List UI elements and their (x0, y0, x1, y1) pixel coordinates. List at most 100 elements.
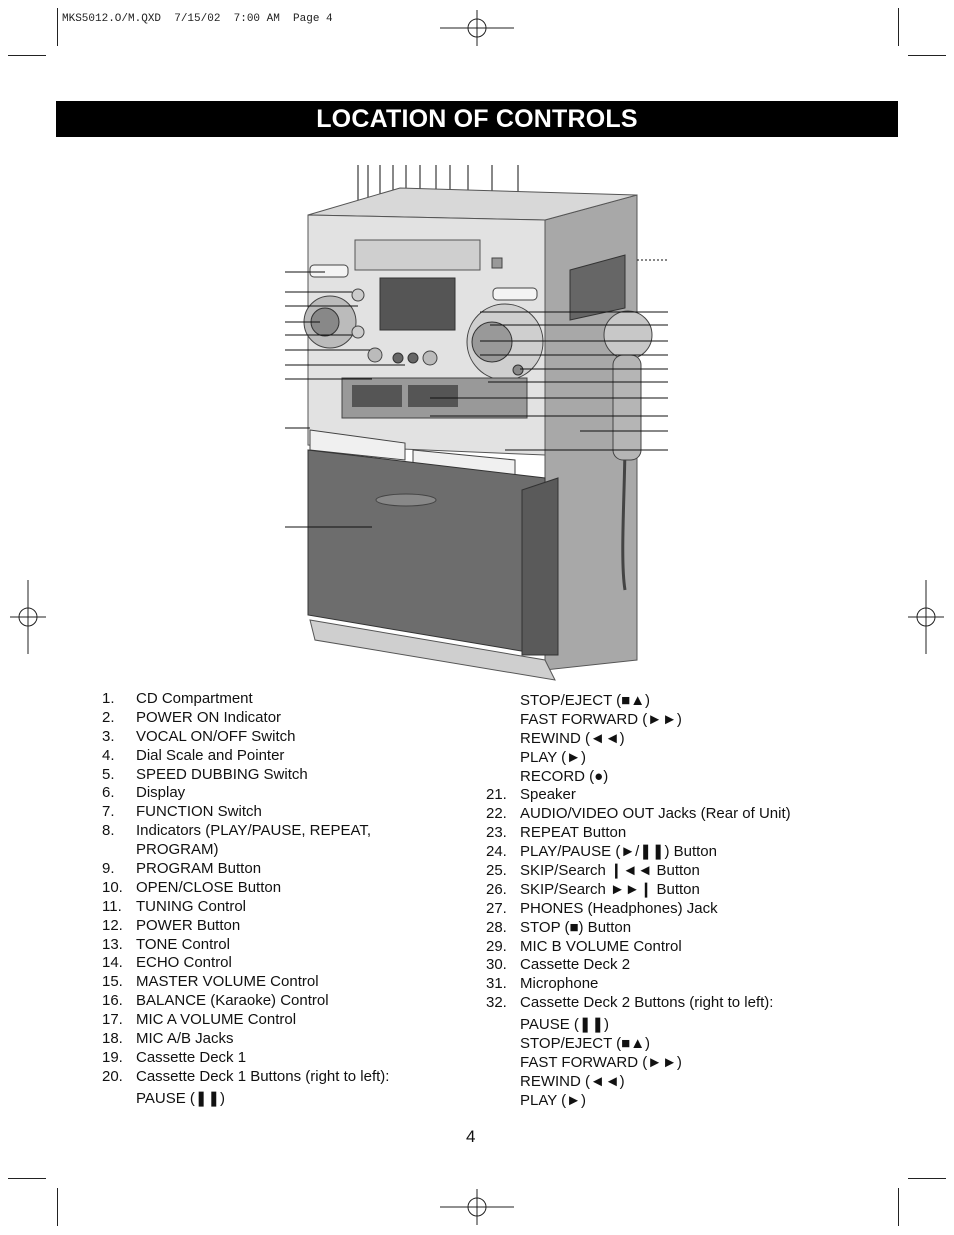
list-item-number: 8. (102, 822, 115, 840)
list-item-number: 10. (102, 878, 123, 896)
list-item-text: REPEAT Button (520, 824, 627, 842)
list-item: 4. Dial Scale and Pointer (102, 747, 432, 766)
button-subitem: PAUSE (❚❚) (136, 1089, 226, 1107)
list-item-text: POWER Button (136, 916, 241, 934)
button-subitem: STOP/EJECT (■▲) (520, 692, 651, 709)
list-item-number: 14. (102, 954, 123, 972)
list-item: 19. Cassette Deck 1 (102, 1049, 432, 1068)
list-item: 5. SPEED DUBBING Switch (102, 766, 432, 785)
list-item-number: 32. (486, 994, 507, 1012)
list-item-text: Dial Scale and Pointer (136, 746, 285, 764)
list-item-text: Speaker (520, 786, 576, 804)
registration-mark-top (440, 10, 514, 46)
list-item: 22.AUDIO/VIDEO OUT Jacks (Rear of Unit) (486, 805, 866, 824)
button-subitem: FAST FORWARD (►►) (520, 1053, 682, 1071)
list-item: 8. Indicators (PLAY/PAUSE, REPEAT, (102, 822, 432, 841)
list-item-number: 5. (102, 765, 115, 783)
list-item-number: 1. (102, 690, 115, 707)
list-item-number: 3. (102, 727, 115, 745)
button-subitem: PLAY (►) (520, 1091, 586, 1109)
list-item: 10. OPEN/CLOSE Button (102, 879, 432, 898)
list-item: 17. MIC A VOLUME Control (102, 1011, 432, 1030)
list-item-number: 18. (102, 1030, 123, 1048)
list-item-number: 16. (102, 992, 123, 1010)
list-item-number: 20. (102, 1067, 123, 1085)
list-item-text: PHONES (Headphones) Jack (520, 899, 718, 917)
list-item-number: 11. (102, 897, 122, 915)
list-item-text: TUNING Control (136, 897, 247, 915)
list-item-number: 13. (102, 935, 123, 953)
list-item-number: 9. (102, 860, 115, 878)
list-item-text: Cassette Deck 1 Buttons (right to left): (136, 1067, 390, 1085)
list-item-text: SKIP/Search ❙◄◄ Button (520, 862, 700, 880)
list-item-text: Microphone (520, 975, 599, 993)
list-item-number: 30. (486, 956, 507, 974)
list-item-text: Display (136, 784, 186, 802)
list-item-text: SKIP/Search ►►❙ Button (520, 880, 700, 898)
list-item-text: MASTER VOLUME Control (136, 973, 319, 991)
list-item-text: FUNCTION Switch (136, 803, 262, 821)
button-subitem: PAUSE (❚❚) (520, 1016, 610, 1034)
list-item-text: ECHO Control (136, 954, 232, 972)
list-item-text: OPEN/CLOSE Button (136, 878, 282, 896)
list-item-number: 12. (102, 916, 123, 934)
list-item-text: VOCAL ON/OFF Switch (136, 727, 296, 745)
karaoke-system-illustration (285, 165, 668, 681)
list-item: 13.TONE Control (102, 936, 432, 955)
list-item: 25. SKIP/Search ❙◄◄ Button (486, 862, 866, 881)
list-item-number: 19. (102, 1048, 123, 1066)
list-item: PROGRAM) (102, 841, 432, 860)
list-item-number: 31. (486, 975, 507, 993)
list-item-number: 28. (486, 918, 507, 936)
list-item: 16.BALANCE (Karaoke) Control (102, 992, 432, 1011)
list-item-number: 15. (102, 973, 123, 991)
list-item: 14. ECHO Control (102, 954, 432, 973)
list-item-text: PROGRAM) (136, 841, 219, 859)
list-item: 12. POWER Button (102, 917, 432, 936)
button-subitem: REWIND (◄◄) (520, 729, 625, 747)
registration-mark-right (908, 580, 944, 654)
list-item-text: PROGRAM Button (136, 860, 262, 878)
list-item-number: 4. (102, 746, 115, 764)
list-item-number: 17. (102, 1011, 123, 1029)
list-item-number: 23. (486, 824, 507, 842)
list-item: 26.SKIP/Search ►►❙ Button (486, 881, 866, 900)
list-item-text: STOP (■) Button (520, 918, 632, 936)
list-item: 31. Microphone (486, 975, 866, 994)
list-item: 1.CD Compartment (102, 690, 432, 709)
list-item: 6. Display (102, 784, 432, 803)
list-item-text: Cassette Deck 1 (136, 1048, 247, 1066)
list-item: 32. Cassette Deck 2 Buttons (right to lef… (486, 994, 866, 1013)
list-item-number: 24. (486, 843, 507, 861)
list-item-number: 22. (486, 805, 507, 823)
list-item: 20. Cassette Deck 1 Buttons (right to lef… (102, 1068, 432, 1087)
list-item-text: Cassette Deck 2 Buttons (right to left): (520, 994, 774, 1012)
list-item-text: POWER ON Indicator (136, 708, 282, 726)
list-item: 30. Cassette Deck 2 (486, 956, 866, 975)
file-slug: MKS5012.O/M.QXD 7/15/02 7:00 AM Page 4 (62, 13, 333, 25)
list-item-text: MIC A VOLUME Control (136, 1011, 297, 1029)
list-item-number: 21. (486, 786, 507, 804)
button-subitem: STOP/EJECT (■▲) (520, 1035, 651, 1053)
list-item: 2. POWER ON Indicator (102, 709, 432, 728)
list-item-text: SPEED DUBBING Switch (136, 765, 308, 783)
page-title: LOCATION OF CONTROLS (56, 101, 898, 137)
list-item-number: 6. (102, 784, 115, 802)
list-item: 23. REPEAT Button (486, 824, 866, 843)
list-item-number: 7. (102, 803, 115, 821)
list-item-text: PLAY/PAUSE (►/❚❚) Button (520, 843, 717, 861)
button-subitem: RECORD (●) (520, 767, 609, 785)
list-item-number: 2. (102, 708, 115, 726)
list-item: 15. MASTER VOLUME Control (102, 973, 432, 992)
list-item-text: MIC A/B Jacks (136, 1030, 234, 1048)
list-item: 7. FUNCTION Switch (102, 803, 432, 822)
list-item-text: Cassette Deck 2 (520, 956, 631, 974)
list-item-text: Indicators (PLAY/PAUSE, REPEAT, (136, 822, 372, 840)
registration-mark-left (10, 580, 46, 654)
list-item: 24. PLAY/PAUSE (►/❚❚) Button (486, 843, 866, 862)
list-item-text: MIC B VOLUME Control (520, 937, 682, 955)
page-number: 4 (466, 1127, 476, 1146)
list-item: 28. STOP (■) Button (486, 919, 866, 938)
list-item-number: 25. (486, 862, 507, 880)
